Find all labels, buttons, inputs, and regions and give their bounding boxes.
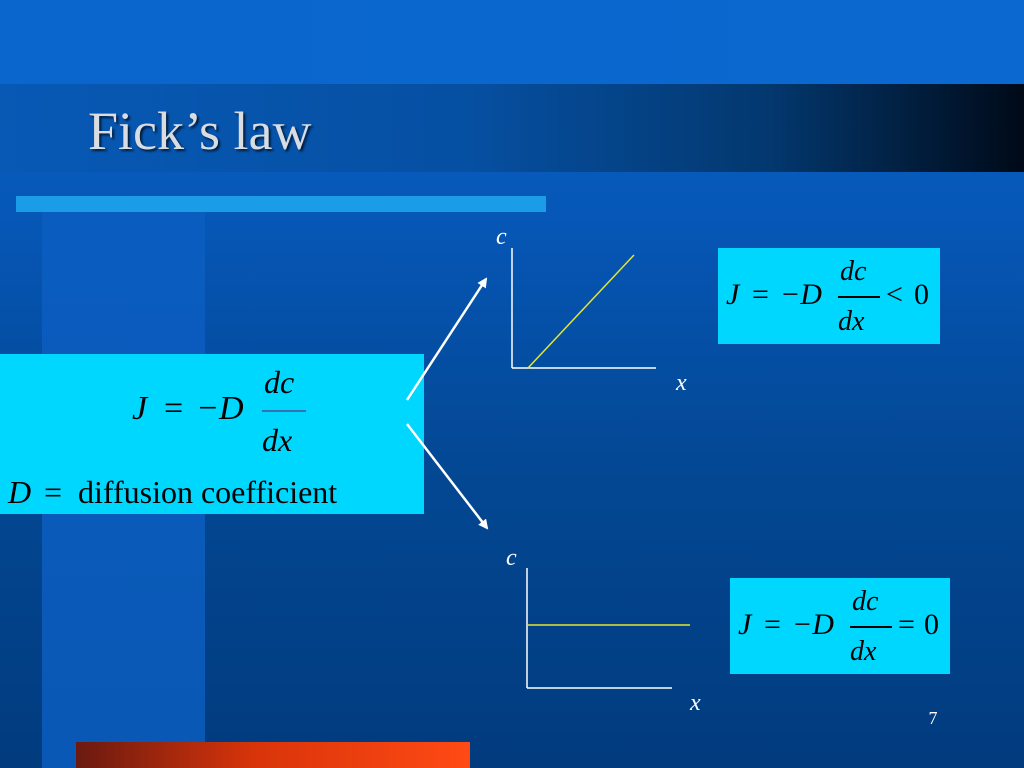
zero-value: 0 [924,608,939,641]
page-number: 7 [928,708,938,728]
main-equation-box: J = −D dc dx D = diffusion coefficient [0,354,424,514]
title-background-band [0,84,1024,172]
equals-sign: = [752,278,769,311]
bottom-graph-y-label: c [506,545,517,571]
arrow-to-top-graph [405,277,488,401]
equals-sign: = [764,608,781,641]
minus-d-term: −D [792,608,834,641]
header-background-band [0,0,1024,84]
equals-sign: = [164,390,184,427]
bottom-accent-bar [76,742,470,768]
flux-symbol: J [726,278,740,311]
flux-symbol: J [738,608,752,641]
fraction-bar [850,626,892,628]
title-underline-bar [16,196,546,212]
fraction-denominator: dx [838,306,865,337]
fraction-bar [262,410,306,412]
flux-symbol: J [132,390,148,427]
top-graph-y-label: c [496,224,507,250]
less-than-sign: < [886,278,903,311]
top-graph-increasing-line [527,254,635,369]
top-graph-x-label: x [675,370,687,396]
fraction-numerator: dc [264,364,295,400]
increasing-profile-equation-box: J = −D dc dx < 0 [718,248,940,344]
flat-profile-equation-box: J = −D dc dx = 0 [730,578,950,674]
arrow-to-bottom-graph [406,423,489,530]
bottom-graph: c x [506,545,701,716]
slide-title: Fick’s law [88,101,312,161]
definition-text: diffusion coefficient [78,474,338,510]
minus-d-term: −D [780,278,822,311]
definition-equals: = [44,474,63,510]
bottom-graph-x-label: x [689,690,701,716]
fraction-bar [838,296,880,298]
fraction-denominator: dx [262,422,293,458]
fraction-numerator: dc [840,256,867,287]
zero-value: 0 [914,278,929,311]
minus-d-term: −D [196,390,244,427]
fraction-denominator: dx [850,636,877,667]
top-graph: c x [496,224,687,396]
definition-symbol: D [8,474,32,510]
equals-sign-relation: = [898,608,915,641]
fraction-numerator: dc [852,586,879,617]
